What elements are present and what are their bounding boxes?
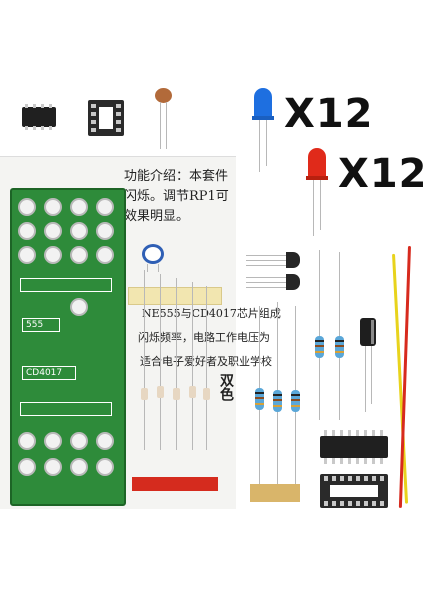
led-pad [70,298,88,316]
silk-outline [20,402,112,416]
red-led [306,148,328,238]
led-pad [44,458,62,476]
resistor [255,388,264,410]
led-pad [18,246,36,264]
led-pad [44,198,62,216]
blue-led-quantity: X12 [284,91,374,137]
resistor [273,390,282,412]
resistor [315,336,324,358]
led-pad [18,222,36,240]
resistor-tape-strip [250,484,300,502]
electrolytic-capacitor [360,318,378,414]
blue-led [252,88,274,174]
manual-red-strip [132,477,218,491]
diode [203,388,210,400]
led-pad [44,246,62,264]
led-pad [96,222,114,240]
led-pad [44,432,62,450]
transistor [246,252,302,268]
potentiometer [142,244,166,272]
led-pad [18,198,36,216]
diode [157,386,164,398]
resistor-lead [192,282,193,450]
led-pad [70,432,88,450]
manual-line-4: NE555与CD4017芯片组成 [142,307,281,320]
led-pad [96,432,114,450]
diode [173,388,180,400]
manual-line-2: 闪烁。调节RP1可 [124,189,229,204]
resistor-tape-strip [128,287,222,305]
transistor [246,274,302,290]
resistor-lead [319,250,320,420]
ic1-silkscreen: 555 [22,318,60,332]
manual-line-1: 功能介绍：本套件 [124,169,229,184]
dip16-socket [320,474,388,508]
red-led-quantity: X12 [338,151,424,197]
led-pad [18,458,36,476]
silk-outline [20,278,112,292]
resistor-lead [144,270,145,450]
dip8-socket [88,100,124,136]
dip8-ic [22,104,56,130]
led-pad [70,198,88,216]
resistor-lead [176,278,177,450]
led-pad [70,458,88,476]
diode [189,386,196,398]
resistor-lead [160,274,161,450]
manual-line-3: 效果明显。 [124,209,190,224]
led-pad [96,246,114,264]
pcb-board: 555 CD4017 [10,188,126,506]
ic2-silkscreen: CD4017 [22,366,76,380]
diode [141,388,148,400]
resistor [291,390,300,412]
led-pad [70,246,88,264]
dip16-ic [320,430,388,464]
resistor [335,336,344,358]
led-pad [70,222,88,240]
manual-title: 双色 [218,373,234,401]
led-pad [18,432,36,450]
led-pad [96,458,114,476]
ceramic-capacitor [154,88,174,150]
manual-line-5: 闪烁频率，电路工作电压为 [138,331,270,344]
led-pad [96,198,114,216]
led-pad [44,222,62,240]
resistor-lead [206,286,207,450]
